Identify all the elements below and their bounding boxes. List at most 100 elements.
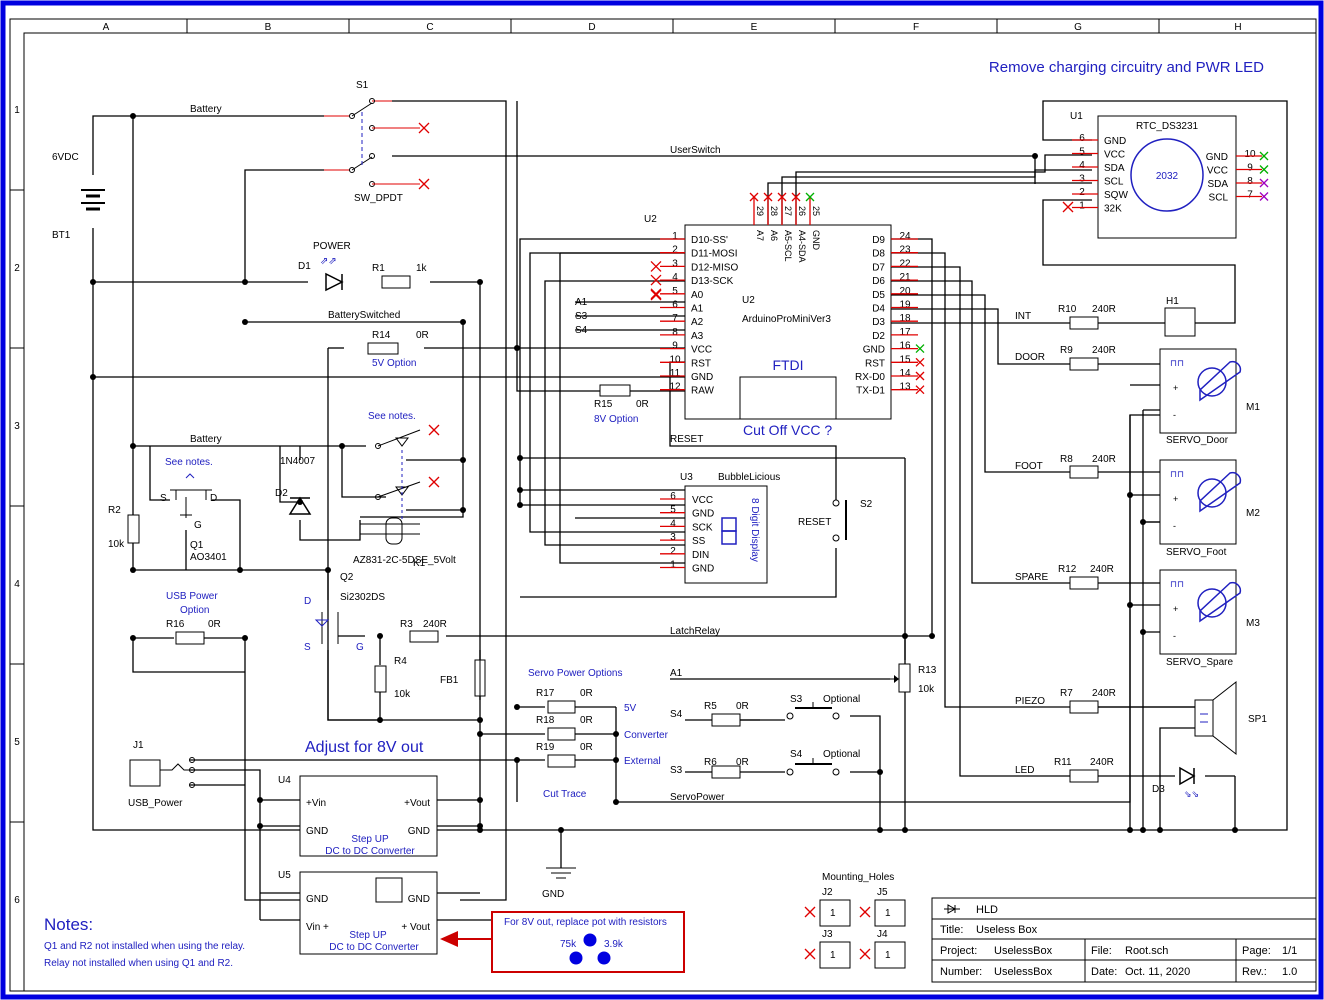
title-label: Title: (940, 924, 963, 936)
power-led-label: POWER (313, 241, 351, 252)
u5-gnd2: GND (408, 894, 430, 905)
servo-m2: ⊓⊓ + - M2 SERVO_Foot (1159, 459, 1260, 558)
u2-net-s4: S4 (575, 325, 588, 336)
ftdi-label: FTDI (772, 357, 803, 373)
project-value: UselessBox (994, 945, 1053, 957)
number-value: UselessBox (994, 966, 1053, 978)
arduino-pin-number: 27 (783, 206, 793, 216)
junctions (90, 113, 1238, 833)
row-label: 5 (14, 737, 20, 748)
servo-value: SERVO_Door (1166, 435, 1229, 446)
r2-ref: R2 (108, 505, 121, 516)
r5-value: 0R (736, 701, 749, 712)
r15-note: 8V Option (594, 414, 638, 425)
u4-vout: +Vout (404, 798, 430, 809)
opt-5v: 5V (624, 703, 637, 714)
q2-s: S (304, 642, 311, 653)
arduino-pin-number: 24 (899, 231, 911, 242)
net-labels: Battery BatterySwitched Battery UserSwit… (190, 104, 1048, 803)
r18-ref: R18 (536, 715, 555, 726)
mount-ref: J3 (822, 929, 833, 940)
q1-ref: Q1 (190, 540, 204, 551)
arduino-pin-number: 2 (672, 245, 678, 256)
rtc-pin-number: 8 (1247, 176, 1253, 187)
opt-converter: Converter (624, 730, 669, 741)
relay-note: See notes. (368, 411, 416, 422)
display-pin-label: GND (692, 509, 714, 520)
r1-value: 1k (416, 263, 428, 274)
switch-s3 (786, 702, 840, 720)
rtc-pin-number: 2 (1079, 187, 1085, 198)
title-block: HLD Title: Useless Box Project: UselessB… (931, 897, 1317, 983)
rtc-pin-label: VCC (1207, 166, 1228, 177)
arduino-pin-label: D10-SS' (691, 235, 728, 246)
switch-value: SW_DPDT (354, 193, 403, 204)
arduino-pin-number: 6 (672, 300, 678, 311)
arduino-pin-label: A6 (769, 230, 779, 241)
speaker-sp1: SP1 (1194, 680, 1267, 756)
r10-value: 240R (1092, 304, 1116, 315)
seven-seg-icon (721, 517, 737, 545)
led-arrows-icon: ⇗⇗ (320, 256, 337, 267)
r17-ref: R17 (536, 688, 555, 699)
mount-pin: 1 (830, 950, 836, 961)
u3-value: BubbleLicious (718, 472, 780, 483)
arduino-pin-label: A3 (691, 331, 704, 342)
sp1-ref: SP1 (1248, 714, 1267, 725)
rtc-cell: 2032 (1156, 171, 1179, 182)
pin-markers (418, 122, 662, 488)
q2-g: G (356, 642, 364, 653)
row-label: 2 (14, 263, 20, 274)
battery-ref: BT1 (52, 230, 71, 241)
arduino-pin-number: 16 (899, 341, 911, 352)
r14-note: 5V Option (372, 358, 416, 369)
net-int: INT (1015, 311, 1031, 322)
no-connect-mark (650, 260, 662, 272)
relay-value: AZ831-2C-5DSE_5Volt (353, 555, 456, 566)
u5-gnd: GND (306, 894, 328, 905)
battery-bt1: 6VDC BT1 (52, 152, 105, 241)
r12-ref: R12 (1058, 564, 1077, 575)
hld-logo-icon (944, 904, 960, 914)
rtc-pin-number: 10 (1244, 149, 1256, 160)
col-label: B (265, 22, 272, 33)
switch-s2 (832, 499, 847, 542)
arduino-pin-number: 9 (672, 341, 678, 352)
notes-line-1: Q1 and R2 not installed when using the r… (44, 941, 245, 952)
switch-s1 (324, 98, 420, 187)
r18-value: 0R (580, 715, 593, 726)
rtc-pin-number: 5 (1079, 147, 1085, 158)
resistor-r3: R3 240R (400, 619, 447, 643)
col-label: A (103, 22, 110, 33)
h1-ref: H1 (1166, 296, 1179, 307)
arduino-pin-number: 12 (669, 382, 681, 393)
notes-title: Notes: (44, 915, 93, 934)
switch-s4 (786, 758, 840, 776)
resistor-r1: R1 1k (372, 263, 428, 289)
module-u5: U5 GND Vin + GND + Vout Step UP DC to DC… (278, 870, 438, 955)
arduino-pin-number: 14 (899, 368, 911, 379)
net-servopower: ServoPower (670, 792, 725, 803)
arduino-pin-label: RX-D0 (855, 372, 885, 383)
resistor-r10: R10 240R (1058, 304, 1116, 330)
no-connect-mark (1259, 165, 1269, 174)
u2-ref: U2 (644, 214, 657, 225)
fb1-ref: FB1 (440, 675, 459, 686)
arduino-pin-number: 23 (899, 245, 911, 256)
arduino-pin-number: 11 (670, 368, 681, 379)
no-connect-mark (1259, 178, 1269, 188)
arduino-pin-number: 15 (899, 354, 911, 365)
arduino-pin-label: D5 (872, 290, 885, 301)
r17-value: 0R (580, 688, 593, 699)
resistor-r11: R11 240R (1054, 757, 1114, 783)
mounting-title: Mounting_Holes (822, 872, 894, 883)
row-label: 1 (14, 105, 20, 116)
servo-value: SERVO_Foot (1166, 547, 1227, 558)
mount-pin: 1 (885, 950, 891, 961)
no-connect-mark (915, 371, 925, 381)
col-label: H (1234, 22, 1241, 33)
col-label: G (1074, 22, 1082, 33)
resistor-r5: R5 0R (704, 701, 749, 727)
r2-value: 10k (108, 539, 125, 550)
u5-ref: U5 (278, 870, 291, 881)
